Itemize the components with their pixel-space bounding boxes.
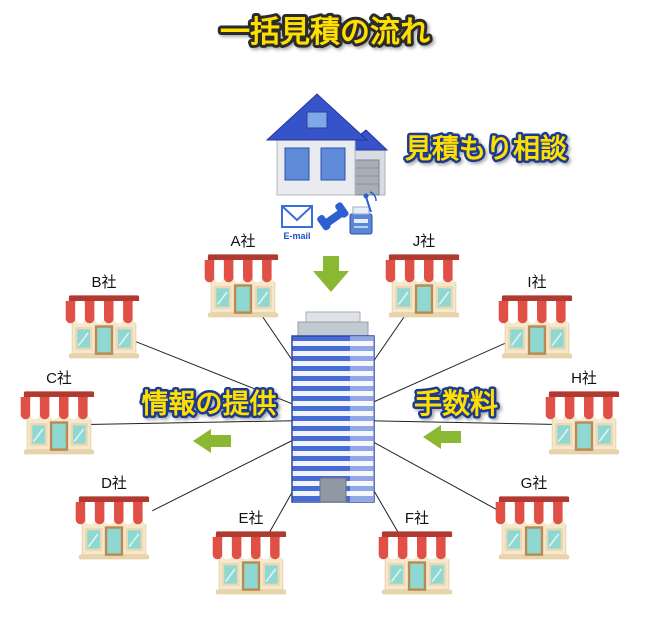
left-arrow-fee-icon xyxy=(423,425,461,449)
company-shop-f: F社 xyxy=(377,510,457,596)
shop-icon xyxy=(544,390,624,456)
company-shop-e: E社 xyxy=(211,510,291,596)
company-label: E社 xyxy=(238,510,263,527)
company-label: G社 xyxy=(521,475,548,492)
company-shop-g: G社 xyxy=(494,475,574,561)
house-icon xyxy=(266,93,388,196)
company-shop-d: D社 xyxy=(74,475,154,561)
shop-icon xyxy=(377,530,457,596)
left-arrow-info-icon xyxy=(193,429,231,453)
shop-icon xyxy=(74,495,154,561)
phone-fax-icon xyxy=(317,191,377,235)
connector-line xyxy=(58,419,334,426)
company-shop-b: B社 xyxy=(64,274,144,360)
company-label: F社 xyxy=(405,510,429,527)
email-icon: E-mail xyxy=(281,205,313,241)
company-label: D社 xyxy=(101,475,127,492)
company-label: A社 xyxy=(230,233,255,250)
company-label: H社 xyxy=(571,370,597,387)
company-label: C社 xyxy=(46,370,72,387)
info-provision-label: 情報の提供 xyxy=(142,389,277,419)
building-icon xyxy=(291,311,375,503)
page-title: 一括見積の流れ xyxy=(220,16,430,49)
shop-icon xyxy=(203,253,283,319)
company-shop-j: J社 xyxy=(384,233,464,319)
company-label: B社 xyxy=(91,274,116,291)
shop-icon xyxy=(384,253,464,319)
down-arrow-icon xyxy=(313,256,349,292)
company-label: I社 xyxy=(527,274,546,291)
consult-label: 見積もり相談 xyxy=(405,133,568,164)
shop-icon xyxy=(64,294,144,360)
shop-icon xyxy=(494,495,574,561)
shop-icon xyxy=(211,530,291,596)
shop-icon xyxy=(497,294,577,360)
shop-icon xyxy=(19,390,99,456)
company-shop-c: C社 xyxy=(19,370,99,456)
company-shop-h: H社 xyxy=(544,370,624,456)
connector-line xyxy=(332,419,585,426)
fee-label: 手数料 xyxy=(414,388,498,419)
company-shop-i: I社 xyxy=(497,274,577,360)
company-shop-a: A社 xyxy=(203,233,283,319)
email-label: E-mail xyxy=(283,231,310,241)
company-label: J社 xyxy=(413,233,436,250)
